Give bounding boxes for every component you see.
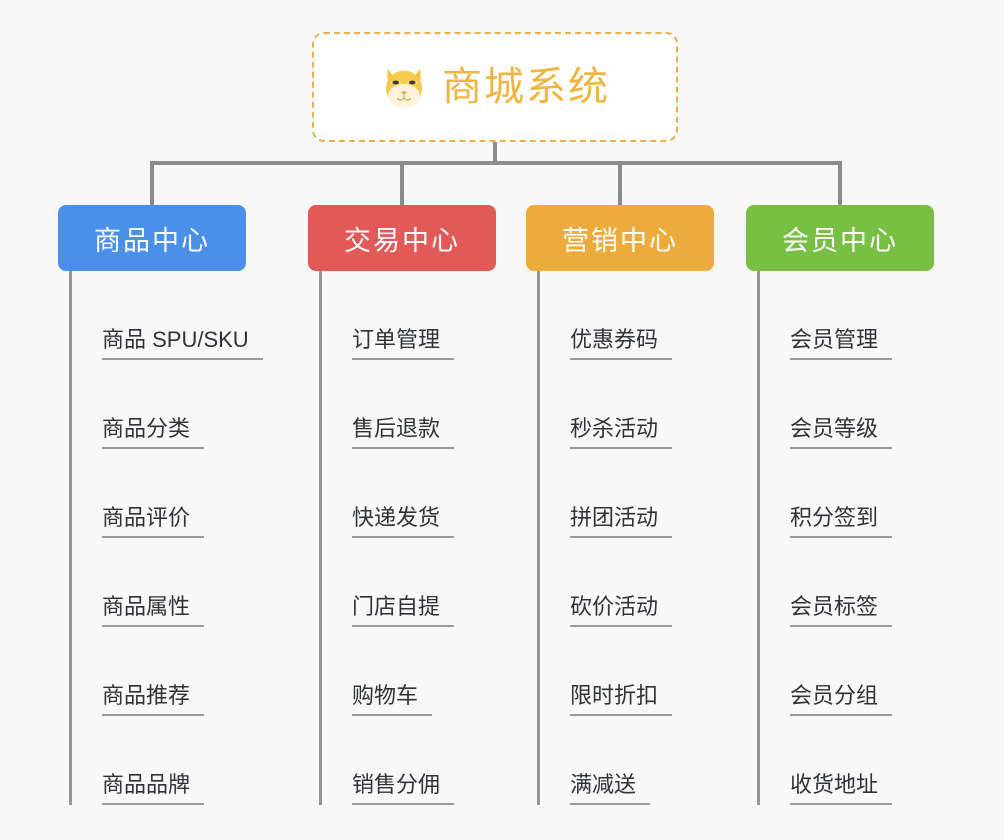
leaf-label: 售后退款 bbox=[352, 416, 455, 449]
leaf-item[interactable]: 积分签到 bbox=[760, 449, 934, 538]
leaf-item[interactable]: 收货地址 bbox=[760, 716, 934, 805]
leaf-item[interactable]: 商品推荐 bbox=[72, 627, 246, 716]
leaf-label: 商品推荐 bbox=[102, 683, 205, 716]
connector-drop-3 bbox=[618, 161, 622, 207]
leaf-label: 拼团活动 bbox=[570, 505, 673, 538]
category-box-trade-center[interactable]: 交易中心 bbox=[308, 205, 496, 271]
category-label: 交易中心 bbox=[344, 225, 460, 256]
leaf-label: 会员管理 bbox=[790, 327, 893, 360]
leaf-item[interactable]: 优惠券码 bbox=[540, 271, 714, 360]
connector-bus bbox=[150, 161, 842, 165]
leaf-label: 购物车 bbox=[352, 683, 433, 716]
leaf-item[interactable]: 销售分佣 bbox=[322, 716, 496, 805]
leaf-list-trade-center: 订单管理 售后退款 快递发货 门店自提 购物车 销售分佣 bbox=[319, 271, 496, 805]
leaf-item[interactable]: 砍价活动 bbox=[540, 538, 714, 627]
shiba-dog-icon bbox=[380, 63, 428, 111]
leaf-label: 秒杀活动 bbox=[570, 416, 673, 449]
leaf-item[interactable]: 商品品牌 bbox=[72, 716, 246, 805]
leaf-label: 会员标签 bbox=[790, 594, 893, 627]
leaf-label: 商品属性 bbox=[102, 594, 205, 627]
leaf-item[interactable]: 商品 SPU/SKU bbox=[72, 271, 263, 360]
category-label: 营销中心 bbox=[562, 225, 678, 256]
connector-stem bbox=[493, 142, 497, 164]
leaf-label: 销售分佣 bbox=[352, 772, 455, 805]
leaf-label: 积分签到 bbox=[790, 505, 893, 538]
branch-column-trade-center: 交易中心 订单管理 售后退款 快递发货 门店自提 购物车 销售分佣 bbox=[308, 205, 496, 805]
leaf-item[interactable]: 售后退款 bbox=[322, 360, 496, 449]
leaf-label: 会员分组 bbox=[790, 683, 893, 716]
leaf-list-marketing-center: 优惠券码 秒杀活动 拼团活动 砍价活动 限时折扣 满减送 bbox=[537, 271, 714, 805]
leaf-label: 快递发货 bbox=[352, 505, 455, 538]
leaf-label: 优惠券码 bbox=[570, 327, 673, 360]
category-label: 商品中心 bbox=[94, 225, 210, 256]
category-box-marketing-center[interactable]: 营销中心 bbox=[526, 205, 714, 271]
branch-column-product-center: 商品中心 商品 SPU/SKU 商品分类 商品评价 商品属性 商品推荐 商品品牌 bbox=[58, 205, 263, 805]
leaf-label: 门店自提 bbox=[352, 594, 455, 627]
leaf-item[interactable]: 商品评价 bbox=[72, 449, 246, 538]
category-label: 会员中心 bbox=[782, 225, 898, 256]
leaf-label: 商品品牌 bbox=[102, 772, 205, 805]
category-box-member-center[interactable]: 会员中心 bbox=[746, 205, 934, 271]
leaf-item[interactable]: 会员标签 bbox=[760, 538, 934, 627]
leaf-label: 商品评价 bbox=[102, 505, 205, 538]
leaf-item[interactable]: 秒杀活动 bbox=[540, 360, 714, 449]
leaf-item[interactable]: 门店自提 bbox=[322, 538, 496, 627]
leaf-item[interactable]: 商品属性 bbox=[72, 538, 246, 627]
leaf-item[interactable]: 会员管理 bbox=[760, 271, 934, 360]
connector-drop-2 bbox=[400, 161, 404, 207]
leaf-item[interactable]: 拼团活动 bbox=[540, 449, 714, 538]
leaf-label: 收货地址 bbox=[790, 772, 893, 805]
leaf-list-member-center: 会员管理 会员等级 积分签到 会员标签 会员分组 收货地址 bbox=[757, 271, 934, 805]
leaf-item[interactable]: 商品分类 bbox=[72, 360, 246, 449]
leaf-label: 商品 SPU/SKU bbox=[102, 327, 263, 360]
connector-drop-1 bbox=[150, 161, 154, 207]
category-box-product-center[interactable]: 商品中心 bbox=[58, 205, 246, 271]
leaf-list-product-center: 商品 SPU/SKU 商品分类 商品评价 商品属性 商品推荐 商品品牌 bbox=[69, 271, 263, 805]
leaf-label: 满减送 bbox=[570, 772, 651, 805]
leaf-item[interactable]: 订单管理 bbox=[322, 271, 496, 360]
connector-drop-4 bbox=[838, 161, 842, 207]
leaf-item[interactable]: 会员分组 bbox=[760, 627, 934, 716]
leaf-item[interactable]: 会员等级 bbox=[760, 360, 934, 449]
branch-column-member-center: 会员中心 会员管理 会员等级 积分签到 会员标签 会员分组 收货地址 bbox=[746, 205, 934, 805]
leaf-item[interactable]: 购物车 bbox=[322, 627, 496, 716]
leaf-label: 会员等级 bbox=[790, 416, 893, 449]
root-title: 商城系统 bbox=[442, 65, 610, 109]
branch-column-marketing-center: 营销中心 优惠券码 秒杀活动 拼团活动 砍价活动 限时折扣 满减送 bbox=[526, 205, 714, 805]
leaf-label: 限时折扣 bbox=[570, 683, 673, 716]
leaf-label: 商品分类 bbox=[102, 416, 205, 449]
leaf-item[interactable]: 快递发货 bbox=[322, 449, 496, 538]
root-node-card[interactable]: 商城系统 bbox=[312, 32, 678, 142]
leaf-item[interactable]: 满减送 bbox=[540, 716, 714, 805]
leaf-label: 砍价活动 bbox=[570, 594, 673, 627]
leaf-label: 订单管理 bbox=[352, 327, 455, 360]
leaf-item[interactable]: 限时折扣 bbox=[540, 627, 714, 716]
